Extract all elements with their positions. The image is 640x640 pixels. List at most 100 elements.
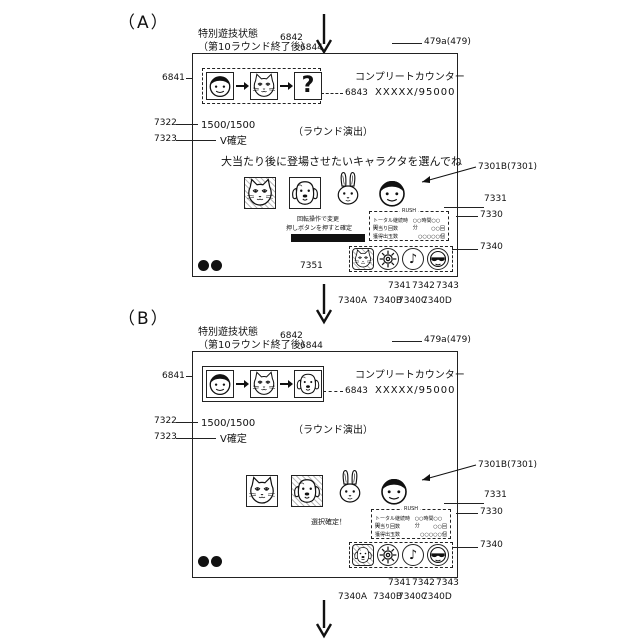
profile-button[interactable] — [427, 248, 449, 270]
music-note-icon: ♪ — [409, 549, 417, 562]
character-icon-button[interactable] — [352, 544, 374, 566]
choice-boy[interactable] — [376, 177, 408, 209]
lamp-dot — [198, 260, 209, 271]
leader-screen — [392, 43, 422, 44]
rabbit-icon — [333, 171, 363, 207]
sequence-slot-cat — [250, 72, 278, 100]
round-counter: 1500/1500 — [201, 121, 255, 131]
glasses-face-icon — [428, 249, 448, 269]
choice-cat[interactable] — [244, 177, 276, 209]
round-effect-label: （ラウンド演出） — [293, 128, 373, 138]
ref-6841: 6841 — [162, 372, 185, 381]
leader-6843 — [323, 391, 343, 392]
sequence-slot-unknown: ? — [294, 72, 322, 100]
time-gauge — [291, 234, 365, 242]
glasses-face-icon — [428, 545, 448, 565]
rush-title: RUSH — [402, 506, 420, 512]
leader-7331 — [444, 207, 484, 208]
rush-panel: RUSH トータル継続時間○○時間○○分 大当り回数○○回 獲得出玉数○○○○○… — [371, 509, 451, 539]
ref-7322: 7322 — [154, 119, 177, 128]
leader-7322 — [176, 124, 198, 125]
music-button[interactable]: ♪ — [402, 248, 424, 270]
ref-6844: 6844 — [300, 44, 323, 53]
arrow-right-icon — [236, 81, 250, 91]
sequence-slot-cat — [250, 370, 278, 398]
leader-7340 — [452, 547, 478, 548]
rush-row-label: 獲得出玉数 — [375, 531, 400, 538]
ref-7342: 7342 — [412, 579, 435, 588]
ref-7340D: 7340D — [422, 297, 452, 306]
complete-counter-label: コンプリートカウンター — [355, 371, 465, 381]
ref-7330: 7330 — [480, 508, 503, 517]
choice-cat[interactable] — [246, 475, 278, 507]
rush-row-value: ○○回 — [433, 523, 447, 530]
state-title: 特別遊技状態 — [198, 328, 258, 338]
ref-7340D: 7340D — [422, 593, 452, 602]
ref-6843: 6843 — [345, 387, 368, 396]
ref-7340A: 7340A — [338, 297, 367, 306]
selection-confirmed: 選択確定！ — [311, 519, 346, 526]
settings-button[interactable] — [377, 544, 399, 566]
choice-dog-selected[interactable] — [291, 475, 323, 507]
complete-counter-label: コンプリートカウンター — [355, 73, 465, 83]
character-icon-button[interactable] — [352, 248, 374, 270]
leader-7323 — [176, 438, 216, 439]
ref-7343: 7343 — [436, 579, 459, 588]
cat-icon — [251, 73, 277, 99]
music-button[interactable]: ♪ — [402, 544, 424, 566]
ref-7351: 7351 — [300, 262, 323, 271]
ref-6842: 6842 — [280, 34, 303, 43]
cat-icon — [251, 371, 277, 397]
leader-7331 — [444, 503, 484, 504]
music-note-icon: ♪ — [409, 253, 417, 266]
ref-7340A: 7340A — [338, 593, 367, 602]
leader-7301 — [418, 463, 478, 483]
leader-6843 — [321, 93, 343, 94]
figure-b-label: （B） — [118, 304, 170, 329]
choice-rabbit[interactable] — [333, 177, 365, 209]
ref-screen: 479a(479) — [424, 336, 471, 345]
ref-7342: 7342 — [412, 282, 435, 291]
ref-6844: 6844 — [300, 342, 323, 351]
rush-row-value: ○○○○○個 — [420, 531, 447, 538]
sequence-slot-boy — [206, 370, 234, 398]
gear-icon — [378, 545, 398, 565]
cat-icon — [245, 178, 275, 208]
choice-dog[interactable] — [289, 177, 321, 209]
state-subtitle: （第10ラウンド終了後） — [198, 341, 311, 351]
ref-7343: 7343 — [436, 282, 459, 291]
lamp-dot — [198, 556, 209, 567]
ref-7330: 7330 — [480, 211, 503, 220]
rabbit-icon — [335, 469, 365, 505]
settings-button[interactable] — [377, 248, 399, 270]
figure-a-label: （A） — [118, 8, 170, 33]
choice-boy[interactable] — [378, 475, 410, 507]
ref-7323: 7323 — [154, 135, 177, 144]
ref-7331: 7331 — [484, 195, 507, 204]
ref-7301: 7301B(7301) — [478, 461, 537, 470]
v-confirmed: V確定 — [220, 435, 247, 445]
leader-7323 — [176, 140, 216, 141]
cat-icon — [353, 249, 373, 269]
leader-7322 — [176, 422, 198, 423]
lamp-dot — [211, 260, 222, 271]
question-mark: ? — [302, 75, 315, 97]
rush-row-label: 獲得出玉数 — [373, 233, 398, 240]
flow-arrow-bottom — [314, 600, 334, 638]
ref-7331: 7331 — [484, 491, 507, 500]
sequence-slot-boy — [206, 72, 234, 100]
ref-6842: 6842 — [280, 332, 303, 341]
complete-counter-value: XXXXX/95000 — [375, 386, 455, 396]
lamp-dot — [211, 556, 222, 567]
boy-icon — [376, 177, 408, 209]
leader-7330 — [456, 513, 478, 514]
leader-7340 — [452, 249, 478, 250]
choice-rabbit[interactable] — [335, 475, 367, 507]
boy-icon — [378, 475, 410, 507]
gear-icon — [378, 249, 398, 269]
instruction-rotate: 回転操作で変更 — [297, 217, 339, 223]
rush-row-value: ○○回 — [431, 225, 445, 232]
arrow-right-icon — [280, 379, 294, 389]
state-subtitle: （第10ラウンド終了後） — [198, 43, 311, 53]
profile-button[interactable] — [427, 544, 449, 566]
